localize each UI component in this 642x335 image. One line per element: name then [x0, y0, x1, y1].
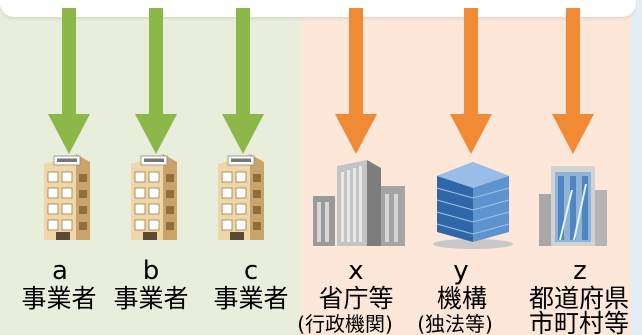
entity-letter-y: y	[453, 256, 469, 286]
entity-name-a: 事業者	[21, 284, 97, 313]
arrow-z	[550, 8, 596, 154]
entity-letter-c: c	[243, 256, 259, 286]
entity-name-z: 都道府県	[528, 284, 629, 313]
arrow-c	[220, 8, 266, 154]
entity-sub-x: (行政機関)	[297, 312, 393, 335]
entity-sub-z: 市町村等	[528, 309, 629, 335]
entity-name-y: 機構	[436, 284, 487, 313]
side-panel	[631, 0, 642, 335]
entity-letter-z: z	[573, 256, 587, 286]
office-building-icon	[123, 150, 181, 244]
arrow-a	[46, 8, 92, 154]
office-building-icon	[210, 150, 268, 244]
glass-tower-icon	[427, 154, 519, 250]
entity-sub-y: (独法等)	[417, 312, 493, 335]
top-band	[0, 0, 636, 17]
entity-name-c: 事業者	[213, 284, 289, 313]
city-hall-icon	[537, 160, 609, 248]
office-building-icon	[36, 150, 94, 244]
arrow-y	[448, 8, 494, 154]
entity-letter-a: a	[52, 256, 68, 286]
arrow-b	[133, 8, 179, 154]
entity-name-x: 省庁等	[318, 284, 394, 313]
entity-letter-b: b	[142, 256, 160, 286]
entity-name-b: 事業者	[113, 284, 189, 313]
arrow-x	[333, 8, 379, 154]
entity-letter-x: x	[348, 256, 364, 286]
government-buildings-icon	[311, 156, 407, 248]
